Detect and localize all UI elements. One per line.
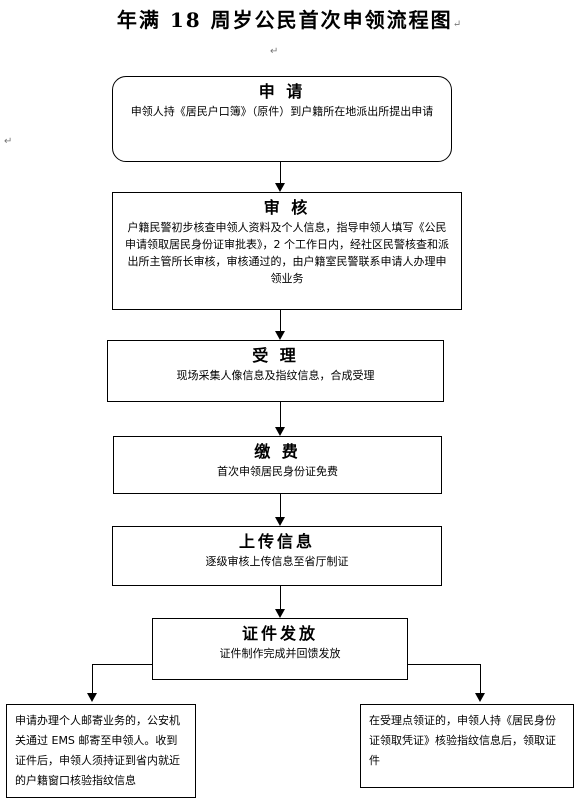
step-apply-box: 申 请 申领人持《居民户口簿》（原件）到户籍所在地派出所提出申请 (112, 76, 452, 162)
page-title: 年满 18 周岁公民首次申领流程图↵ (0, 4, 580, 33)
paragraph-mark: ↵ (4, 136, 13, 147)
branch-line-right (480, 664, 481, 694)
branch-mail-text: 申请办理个人邮寄业务的，公安机关通过 EMS 邮寄至申领人。收到证件后，申领人须… (15, 714, 180, 787)
step-fee-box: 缴 费 首次申领居民身份证免费 (113, 436, 442, 494)
arrow-down-icon (475, 693, 485, 702)
step-description: 申领人持《居民户口簿》（原件）到户籍所在地派出所提出申请 (130, 105, 434, 118)
step-description: 证件制作完成并回馈发放 (219, 647, 341, 660)
arrow-down-icon (275, 331, 285, 340)
step-description: 现场采集人像信息及指纹信息，合成受理 (176, 369, 375, 382)
step-heading: 审 核 (263, 198, 311, 217)
step-description: 逐级审核上传信息至省厅制证 (205, 555, 349, 568)
step-upload-box: 上传信息 逐级审核上传信息至省厅制证 (112, 526, 442, 586)
connector-line (280, 586, 281, 610)
branch-pickup-box: 在受理点领证的，申领人持《居民身份证领取凭证》核验指纹信息后，领取证件 (360, 704, 574, 788)
arrow-down-icon (275, 183, 285, 192)
arrow-down-icon (275, 609, 285, 618)
paragraph-mark: ↵ (452, 19, 464, 30)
branch-line-right (408, 664, 480, 665)
connector-line (280, 402, 281, 428)
arrow-down-icon (275, 517, 285, 526)
arrow-down-icon (87, 693, 97, 702)
branch-line-left (92, 664, 152, 665)
step-heading: 上传信息 (238, 532, 315, 551)
step-heading: 证件发放 (241, 624, 318, 643)
step-description: 首次申领居民身份证免费 (217, 465, 338, 478)
step-heading: 申 请 (258, 82, 306, 101)
arrow-down-icon (275, 427, 285, 436)
step-description: 户籍民警初步核查申领人资料及个人信息，指导申领人填写《公民申请领取居民身份证审批… (125, 221, 449, 285)
paragraph-mark: ↵ (270, 46, 279, 57)
step-accept-box: 受 理 现场采集人像信息及指纹信息，合成受理 (107, 340, 444, 402)
step-heading: 缴 费 (254, 442, 301, 461)
branch-mail-box: 申请办理个人邮寄业务的，公安机关通过 EMS 邮寄至申领人。收到证件后，申领人须… (6, 704, 196, 798)
step-issue-box: 证件发放 证件制作完成并回馈发放 (152, 618, 408, 680)
connector-line (280, 310, 281, 332)
connector-line (280, 494, 281, 518)
step-heading: 受 理 (252, 346, 299, 365)
branch-pickup-text: 在受理点领证的，申领人持《居民身份证领取凭证》核验指纹信息后，领取证件 (369, 714, 556, 767)
connector-line (280, 162, 281, 184)
title-text: 年满 18 周岁公民首次申领流程图 (116, 8, 453, 32)
branch-line-left (92, 664, 93, 694)
step-review-box: 审 核 户籍民警初步核查申领人资料及个人信息，指导申领人填写《公民申请领取居民身… (112, 192, 462, 310)
